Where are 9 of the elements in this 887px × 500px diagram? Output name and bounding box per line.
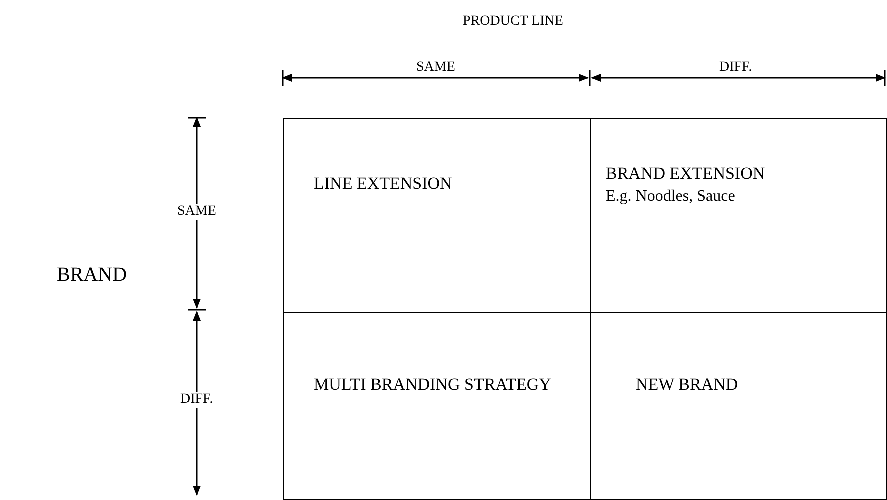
cell-text: E.g. Noodles, Sauce (606, 188, 736, 206)
cell-heading: MULTI BRANDING STRATEGY (314, 375, 552, 395)
cell-heading: LINE EXTENSION (314, 174, 454, 194)
matrix-cell (590, 118, 887, 313)
matrix-cell (283, 118, 591, 313)
cell-heading: BRAND EXTENSION (606, 164, 766, 184)
matrix-cell (590, 312, 887, 500)
matrix-cell (283, 312, 591, 500)
cell-heading: NEW BRAND (636, 375, 740, 395)
